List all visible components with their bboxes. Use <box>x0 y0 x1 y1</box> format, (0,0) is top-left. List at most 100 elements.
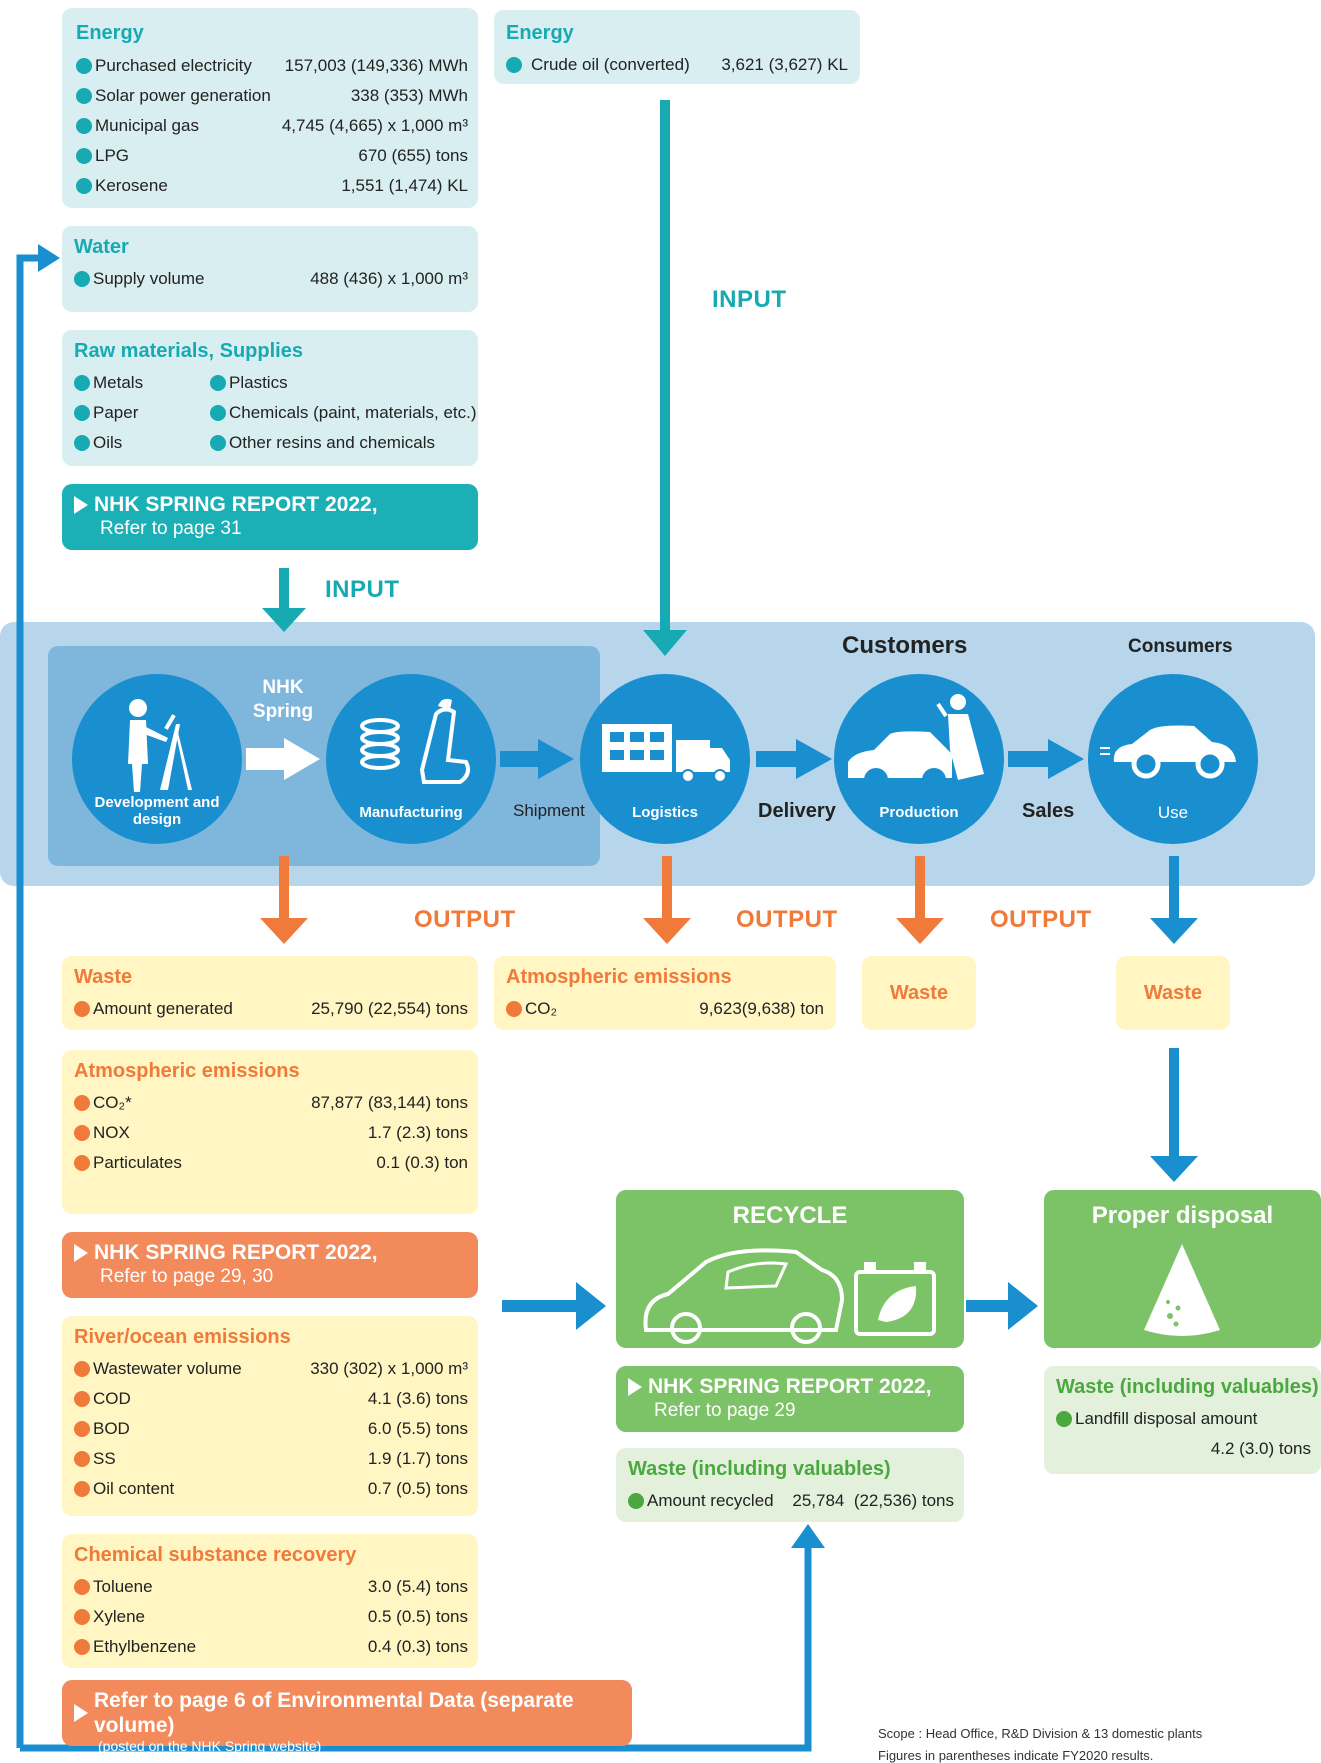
customers-label: Customers <box>842 632 968 659</box>
output-waste-use-card: Waste <box>1116 956 1230 1030</box>
feedback-line <box>16 254 40 1748</box>
list-item: Oils <box>74 430 122 456</box>
output-label: OUTPUT <box>736 906 838 933</box>
card-title: Waste (including valuables) <box>1056 1376 1319 1398</box>
bullet-icon <box>74 1579 90 1595</box>
car-battery-icon <box>643 1248 936 1344</box>
bullet-icon <box>74 435 90 451</box>
bullet-icon <box>74 1155 90 1171</box>
bullet-icon <box>74 1361 90 1377</box>
bullet-icon <box>506 1001 522 1017</box>
card-title: Energy <box>506 22 574 44</box>
input-arrow-manufacturing <box>262 608 306 632</box>
list-item: Crude oil (converted)3,621 (3,627) KL <box>506 52 848 78</box>
recycle-card: RECYCLE <box>616 1190 964 1348</box>
spring-seat-icon <box>360 698 470 784</box>
output-label: OUTPUT <box>990 906 1092 933</box>
card-title: Waste (including valuables) <box>628 1458 891 1480</box>
bullet-icon <box>74 1639 90 1655</box>
card-title: Waste <box>74 966 133 988</box>
bullet-icon <box>210 375 226 391</box>
bullet-icon <box>628 1493 644 1509</box>
disposal-waste-card: Waste (including valuables) Landfill dis… <box>1044 1366 1321 1474</box>
output-arrow-logistics <box>643 918 691 944</box>
list-item: Plastics <box>210 370 288 396</box>
list-item: CO₂*87,877 (83,144) tons <box>74 1090 468 1116</box>
card-title: Chemical substance recovery <box>74 1544 357 1566</box>
car-icon <box>1100 725 1236 779</box>
input-report-link[interactable]: NHK SPRING REPORT 2022, Refer to page 31 <box>62 484 478 550</box>
bullet-icon <box>74 1001 90 1017</box>
warehouse-truck-icon <box>602 724 730 783</box>
scope-note: Scope : Head Office, R&D Division & 13 d… <box>878 1726 1203 1741</box>
output-label: OUTPUT <box>414 906 516 933</box>
bullet-icon <box>1056 1411 1072 1427</box>
output-report-link[interactable]: NHK SPRING REPORT 2022, Refer to page 29… <box>62 1232 478 1298</box>
disposal-title: Proper disposal <box>1091 1202 1274 1229</box>
bullet-icon <box>74 405 90 421</box>
list-item: Paper <box>74 400 138 426</box>
list-item: Landfill disposal amount <box>1056 1406 1257 1432</box>
bullet-icon <box>74 1095 90 1111</box>
bullet-icon <box>74 1125 90 1141</box>
arrow-to-disposal <box>1150 1156 1198 1182</box>
recycle-feed-line <box>20 1540 812 1752</box>
figures-note: Figures in parentheses indicate FY2020 r… <box>878 1748 1154 1763</box>
output-waste-production-card: Waste <box>862 956 976 1030</box>
recycle-feed-arrowhead <box>791 1524 825 1548</box>
card-title: River/ocean emissions <box>74 1326 291 1348</box>
output-arrow-use <box>1150 918 1198 944</box>
bullet-icon <box>74 375 90 391</box>
input-label: INPUT <box>325 576 400 603</box>
arrow-recycle-to-disposal <box>1008 1282 1038 1330</box>
card-title: Waste <box>889 982 949 1004</box>
bullet-icon <box>74 1451 90 1467</box>
bullet-icon <box>74 271 90 287</box>
play-icon <box>628 1377 642 1396</box>
landfill-icon <box>1144 1244 1220 1336</box>
list-item: Chemicals (paint, materials, etc.) <box>210 400 477 426</box>
card-title: Water <box>74 236 129 258</box>
output-atmos-main-card: Atmospheric emissions CO₂*87,877 (83,144… <box>62 1050 478 1214</box>
use-stage: Use <box>1088 674 1258 844</box>
designer-icon <box>128 699 192 792</box>
sales-label: Sales <box>1022 800 1075 822</box>
feedback-arrowhead <box>38 244 60 272</box>
nhk-spring-label: NHK Spring <box>252 677 314 722</box>
bullet-icon <box>76 88 92 104</box>
arrow-delivery <box>796 739 832 779</box>
input-energy-logistics-card: Energy Crude oil (converted)3,621 (3,627… <box>494 10 860 84</box>
card-title: Energy <box>76 22 144 44</box>
arrow-to-recycle <box>576 1282 606 1330</box>
output-arrow-manufacturing <box>260 918 308 944</box>
recycle-waste-card: Waste (including valuables) Amount recyc… <box>616 1448 964 1522</box>
bullet-icon <box>76 58 92 74</box>
recycle-report-link[interactable]: NHK SPRING REPORT 2022, Refer to page 29 <box>616 1366 964 1432</box>
card-title: Raw materials, Supplies <box>74 340 303 362</box>
arrow-sales <box>1048 739 1084 779</box>
bullet-icon <box>506 57 522 73</box>
environmental-data-link[interactable]: Refer to page 6 of Environmental Data (s… <box>62 1680 632 1754</box>
list-item: Other resins and chemicals <box>210 430 435 456</box>
bullet-icon <box>76 178 92 194</box>
list-item: Metals <box>74 370 143 396</box>
disposal-card: Proper disposal <box>1044 1190 1321 1348</box>
consumers-label: Consumers <box>1128 636 1233 657</box>
